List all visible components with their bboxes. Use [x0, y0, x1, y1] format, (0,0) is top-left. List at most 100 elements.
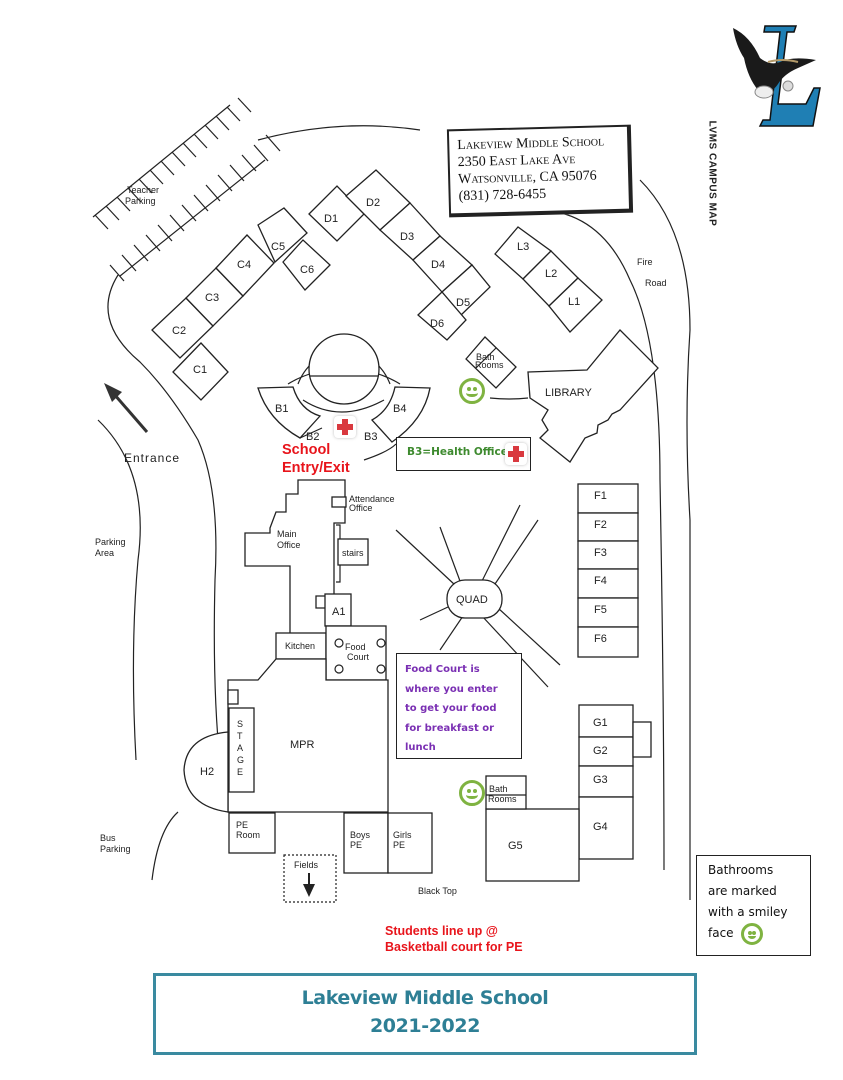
- parking-stripe: [149, 169, 164, 185]
- room-d2: D2: [366, 197, 380, 209]
- room-f2: [577, 512, 639, 542]
- pe-room: [228, 812, 276, 854]
- parking-stripe: [204, 124, 219, 140]
- bathroom-smiley-icon: [459, 780, 485, 806]
- quad-paths: [395, 504, 561, 688]
- parking-stripe: [121, 254, 137, 272]
- parking-stripe: [181, 204, 197, 222]
- svg-text:QUAD: QUAD: [456, 594, 488, 606]
- room-f3-label: F3: [594, 547, 607, 559]
- parking-stripe: [133, 244, 149, 262]
- room-l1: L1: [568, 296, 580, 308]
- girls-pe: [387, 812, 433, 874]
- fields-marker: [283, 854, 337, 903]
- mpr-building: [227, 658, 389, 813]
- parking-stripe: [226, 106, 241, 122]
- main-office-building: [244, 479, 346, 635]
- svg-text:Fields: Fields: [294, 860, 319, 870]
- room-g2: G2: [593, 745, 608, 757]
- room-c2: C2: [172, 325, 186, 337]
- room-f4: [577, 568, 639, 599]
- parking-stripe: [193, 194, 209, 212]
- entrance-arrow-icon: [104, 383, 149, 433]
- teacher-parking-lot: [92, 97, 281, 282]
- smiley-legend-icon: [741, 923, 763, 945]
- parking-stripe: [205, 184, 221, 202]
- svg-text:Kitchen: Kitchen: [285, 641, 315, 651]
- footer-title-box: Lakeview Middle School 2021-2022: [153, 973, 697, 1055]
- parking-stripe: [169, 214, 185, 232]
- school-address-box: Lakeview Middle School 2350 East Lake Av…: [446, 124, 634, 218]
- lakeview-eagle-logo: [733, 25, 821, 127]
- parking-stripe: [94, 214, 109, 230]
- parking-stripe: [171, 151, 186, 167]
- room-c4: C4: [237, 259, 251, 271]
- mpr-label: MPR: [290, 739, 315, 751]
- fire-road-inner: [535, 209, 665, 871]
- room-b4: B4: [393, 403, 406, 415]
- parking-stripe: [193, 133, 208, 149]
- quad: [446, 579, 503, 619]
- bus-road: [151, 811, 179, 881]
- room-l2: L2: [545, 268, 557, 280]
- room-h2: [183, 731, 229, 813]
- room-d5: D5: [456, 297, 470, 309]
- entrance-label: Entrance: [124, 451, 180, 465]
- room-c6: C6: [300, 264, 314, 276]
- room-g1: G1: [593, 717, 608, 729]
- footer-school-name: Lakeview Middle School: [301, 987, 549, 1009]
- parking-stripe: [127, 187, 142, 203]
- room-f1-label: F1: [594, 490, 607, 502]
- health-office-note: B3=Health Office: [396, 437, 531, 471]
- room-g4: G4: [593, 821, 608, 833]
- parking-stripe: [105, 205, 120, 221]
- room-l3: L3: [517, 241, 529, 253]
- room-b3: B3: [364, 431, 377, 443]
- stage: [228, 707, 255, 793]
- pe-lineup-note: Students line up @ Basketball court for …: [385, 924, 523, 954]
- parking-stripe: [157, 224, 173, 242]
- g-wing: [485, 704, 652, 882]
- parking-stripe: [119, 159, 266, 277]
- library-building: [527, 329, 659, 463]
- map-title: LVMS CAMPUS MAP: [706, 120, 718, 227]
- bus-parking-label: Bus: [100, 833, 116, 843]
- bathroom-legend: Bathrooms are marked with a smiley face: [696, 855, 811, 956]
- address-phone: (831) 728-6455: [458, 186, 547, 205]
- fire-road-label: Fire: [637, 257, 653, 267]
- svg-text:A1: A1: [332, 606, 345, 618]
- room-c3: C3: [205, 292, 219, 304]
- parking-stripe: [237, 97, 252, 113]
- fire-road-outer: [639, 179, 691, 900]
- school-entry-exit-label: School Entry/Exit: [282, 442, 350, 476]
- room-c5: C5: [271, 241, 285, 253]
- food-court-note: Food Court is where you enter to get you…: [396, 653, 522, 759]
- health-cross-icon: [334, 416, 356, 438]
- parking-stripe: [138, 178, 153, 194]
- library-label: LIBRARY: [545, 387, 593, 399]
- stairs: [337, 538, 369, 566]
- parking-stripe: [92, 104, 231, 218]
- room-d6: D6: [430, 318, 444, 330]
- fields-arrow-icon: [303, 873, 315, 897]
- room-d4: D4: [431, 259, 445, 271]
- room-f4-label: F4: [594, 575, 607, 587]
- health-cross-icon: [505, 443, 527, 465]
- room-f6-label: F6: [594, 633, 607, 645]
- parking-stripe: [253, 144, 269, 162]
- entrance-road-inner: [107, 274, 223, 781]
- room-c1: C1: [193, 364, 207, 376]
- bathrooms-north: [465, 336, 517, 389]
- main-office-label: Main: [277, 529, 297, 539]
- l-wing: [494, 226, 603, 333]
